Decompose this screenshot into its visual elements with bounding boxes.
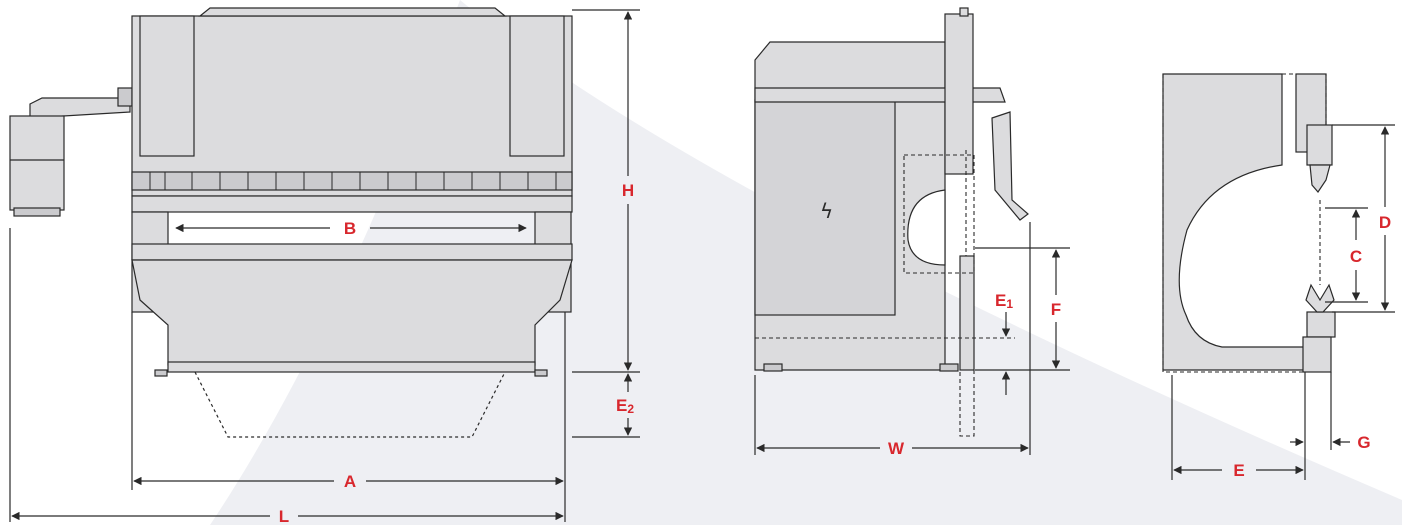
label-a: A <box>344 472 356 491</box>
label-g: G <box>1357 433 1370 452</box>
detail-view <box>1162 73 1336 373</box>
side-view <box>754 7 1029 372</box>
label-e2: E2 <box>616 396 634 416</box>
detail-dimensions <box>1171 124 1395 480</box>
label-h: H <box>622 181 634 200</box>
detail-hidden-lines <box>1162 73 1327 373</box>
label-c: C <box>1350 247 1362 266</box>
side-dimensions <box>754 222 1070 455</box>
label-e: E <box>1233 461 1244 480</box>
front-view <box>9 7 573 438</box>
lightning-bolt-icon: ϟ <box>820 199 833 223</box>
tool-clamps <box>149 172 557 190</box>
label-f: F <box>1051 300 1061 319</box>
label-w: W <box>888 439 905 458</box>
label-l: L <box>279 507 289 525</box>
label-b: B <box>344 219 356 238</box>
label-d: D <box>1379 213 1391 232</box>
dimension-labels: B H E2 A L F E1 W D C E G <box>279 181 1391 525</box>
side-view-hidden-lines <box>755 150 1015 437</box>
front-dimensions <box>9 9 640 522</box>
label-e1: E1 <box>995 291 1013 311</box>
